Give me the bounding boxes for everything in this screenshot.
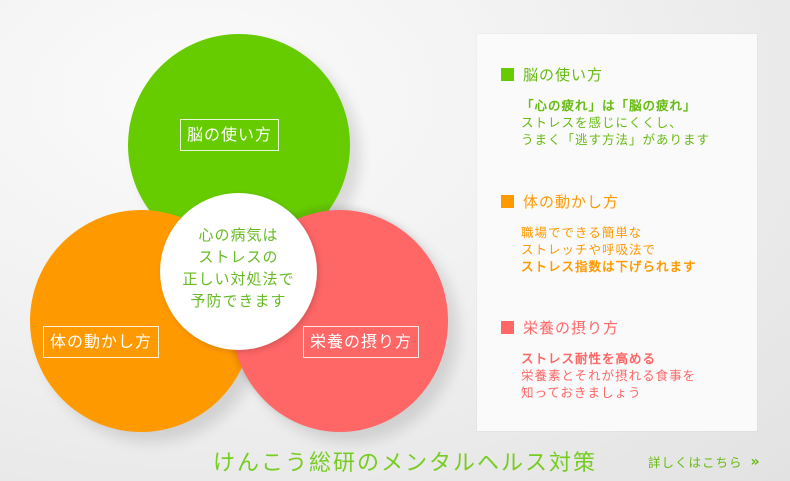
section-brain: 脳の使い方 「心の疲れ」は「脳の疲れ」 ストレスを感じにくくし、 うまく「逃す方… bbox=[501, 64, 710, 148]
square-bullet-icon bbox=[501, 68, 514, 81]
section-line: 知っておきましょう bbox=[521, 385, 642, 400]
double-chevron-right-icon: » bbox=[750, 453, 761, 470]
center-line: ストレスの bbox=[198, 248, 279, 266]
circle-label-body: 体の動かし方 bbox=[43, 326, 160, 358]
center-line: 心の病気は bbox=[198, 226, 279, 244]
section-line: ストレス耐性を高める bbox=[521, 351, 657, 366]
footer-title: けんこう総研のメンタルヘルス対策 bbox=[213, 451, 598, 476]
section-heading: 体の動かし方 bbox=[501, 191, 697, 212]
section-heading: 栄養の摂り方 bbox=[501, 317, 696, 338]
square-bullet-icon bbox=[501, 321, 514, 334]
section-line: 職場でできる簡単な bbox=[521, 225, 643, 240]
section-body: 職場でできる簡単な ストレッチや呼吸法で ストレス指数は下げられます bbox=[521, 224, 697, 275]
center-message: 心の病気は ストレスの 正しい対処法で 予防できます bbox=[160, 224, 317, 312]
info-panel: 脳の使い方 「心の疲れ」は「脳の疲れ」 ストレスを感じにくくし、 うまく「逃す方… bbox=[477, 34, 757, 431]
section-body-movement: 体の動かし方 職場でできる簡単な ストレッチや呼吸法で ストレス指数は下げられま… bbox=[501, 191, 697, 275]
center-circle bbox=[160, 193, 317, 350]
section-nutrition: 栄養の摂り方 ストレス耐性を高める 栄養素とそれが摂れる食事を 知っておきましょ… bbox=[501, 317, 696, 401]
section-title: 脳の使い方 bbox=[523, 66, 604, 84]
section-heading: 脳の使い方 bbox=[501, 64, 710, 85]
details-link[interactable]: 詳しくはこちら » bbox=[648, 452, 761, 471]
center-line: 予防できます bbox=[190, 292, 287, 310]
details-link-label: 詳しくはこちら bbox=[648, 455, 743, 470]
section-title: 体の動かし方 bbox=[523, 193, 620, 211]
section-line: 「心の疲れ」は「脳の疲れ」 bbox=[521, 98, 697, 113]
circle-label-nutrition: 栄養の摂り方 bbox=[303, 326, 420, 358]
center-line: 正しい対処法で bbox=[182, 270, 295, 288]
section-line: ストレッチや呼吸法で bbox=[521, 242, 657, 257]
section-line: ストレス指数は下げられます bbox=[521, 259, 697, 274]
circle-label-brain: 脳の使い方 bbox=[180, 119, 280, 151]
section-line: うまく「逃す方法」があります bbox=[521, 132, 711, 147]
section-body: 「心の疲れ」は「脳の疲れ」 ストレスを感じにくくし、 うまく「逃す方法」がありま… bbox=[521, 97, 710, 148]
section-title: 栄養の摂り方 bbox=[523, 319, 620, 337]
section-line: ストレスを感じにくくし、 bbox=[521, 115, 683, 130]
square-bullet-icon bbox=[501, 195, 514, 208]
section-body: ストレス耐性を高める 栄養素とそれが摂れる食事を 知っておきましょう bbox=[521, 350, 696, 401]
section-line: 栄養素とそれが摂れる食事を bbox=[521, 368, 697, 383]
